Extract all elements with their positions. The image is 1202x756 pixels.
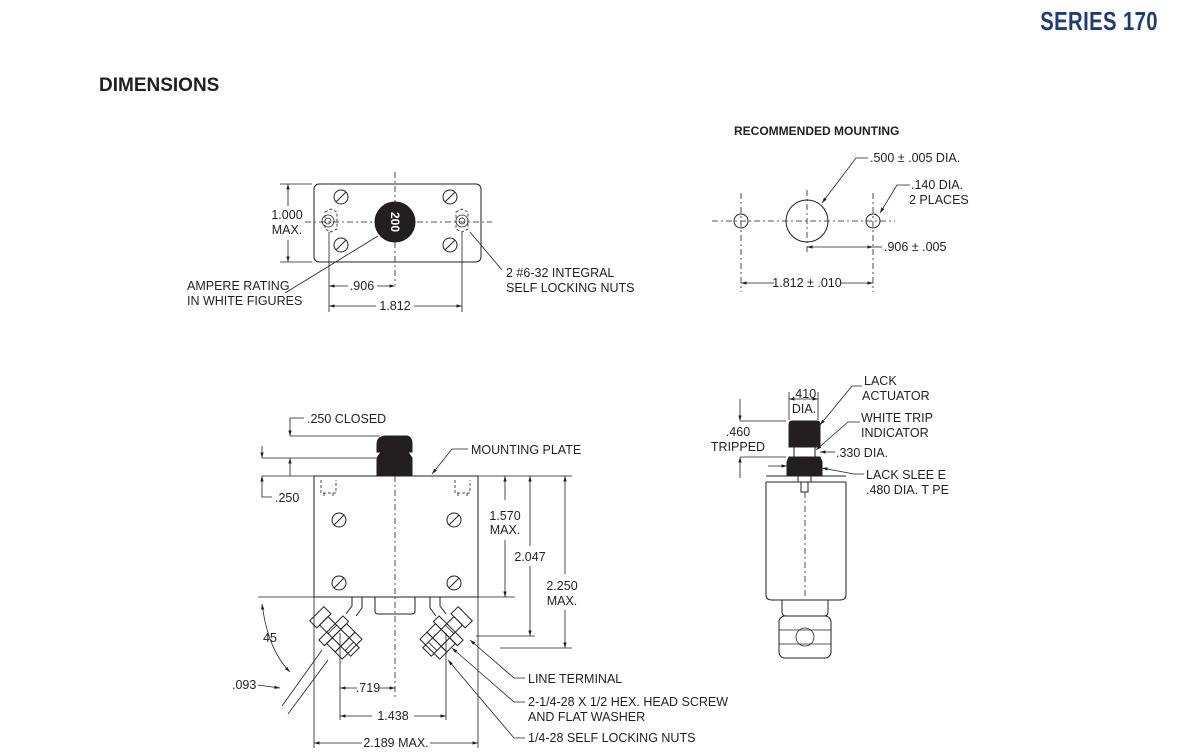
nuts-label-2: SELF LOCKING NUTS xyxy=(506,281,635,295)
dim-1812: 1.812 xyxy=(379,299,410,313)
mounting-title: RECOMMENDED MOUNTING xyxy=(734,124,899,138)
actuator-label-1: LACK xyxy=(864,374,897,388)
series-title: SERIES 170 xyxy=(1040,6,1158,36)
mounting-hole-left xyxy=(733,213,749,229)
sleeve-label-1: LACK SLEE E xyxy=(866,468,946,482)
dim-460-tripped: TRIPPED xyxy=(711,440,765,454)
left-terminal-icon xyxy=(309,606,363,660)
nuts-label-1: 2 #6-32 INTEGRAL xyxy=(506,266,614,280)
ampere-label-2: IN WHITE FIGURES xyxy=(187,294,302,308)
mounting-drawing: RECOMMENDED MOUNTING .500 ± .005 DIA. .1… xyxy=(712,124,969,292)
ampere-button xyxy=(374,201,416,243)
screw-icon xyxy=(333,189,458,253)
dim-height: 1.000 xyxy=(271,208,302,222)
integral-nut-icon xyxy=(321,208,469,233)
center-hole-label: .500 ± .005 DIA. xyxy=(870,151,960,165)
right-terminal-icon xyxy=(419,606,473,660)
ampere-rating-value: 200 xyxy=(388,212,402,232)
dim-410-dia: DIA. xyxy=(792,402,816,416)
dim-height-max: MAX. xyxy=(272,223,303,237)
front-view-body xyxy=(313,475,479,598)
side-view-drawing: .410 DIA. LACK ACTUATOR WHITE TRIP INDIC… xyxy=(711,374,949,659)
top-view-body xyxy=(313,183,482,263)
indicator-label-2: INDICATOR xyxy=(861,426,929,440)
actuator-cap xyxy=(376,435,413,477)
dim-906: .906 xyxy=(350,279,374,293)
side-terminal-nut-icon xyxy=(778,615,832,659)
side-actuator xyxy=(788,420,821,448)
dim-2189: 2.189 MAX. xyxy=(363,736,428,750)
body-screw-icon xyxy=(331,512,462,591)
dim-410: .410 xyxy=(792,387,816,401)
closed-label: .250 CLOSED xyxy=(307,412,386,426)
dim-330: .330 DIA. xyxy=(836,446,888,460)
dim-2047: 2.047 xyxy=(514,550,545,564)
mounting-hole-right xyxy=(865,213,881,229)
top-view-drawing: 200 1.000 MAX. AMPERE RATING IN WHITE FI… xyxy=(187,172,635,313)
dim-2250-max: MAX. xyxy=(547,594,578,608)
dim-719: .719 xyxy=(356,681,380,695)
dim-093: .093 xyxy=(232,678,256,692)
side-hole-label-1: .140 DIA. xyxy=(911,178,963,192)
mounting-dim-906: .906 ± .005 xyxy=(884,240,947,254)
mounting-hole-center xyxy=(785,199,829,243)
black-sleeve xyxy=(786,456,823,477)
dim-250: .250 xyxy=(275,491,299,505)
mounting-dim-1812: 1.812 ± .010 xyxy=(772,276,841,290)
actuator-label-2: ACTUATOR xyxy=(862,389,930,403)
sleeve-label-2: .480 DIA. T PE xyxy=(866,483,949,497)
dim-2250: 2.250 xyxy=(546,579,577,593)
indicator-label-1: WHITE TRIP xyxy=(861,411,933,425)
dim-1438: 1.438 xyxy=(377,709,408,723)
locking-nuts-label: 1/4-28 SELF LOCKING NUTS xyxy=(528,731,695,745)
side-hole-label-2: 2 PLACES xyxy=(909,193,969,207)
dim-460: .460 xyxy=(726,425,750,439)
screw-label-2: AND FLAT WASHER xyxy=(528,710,645,724)
front-view-drawing: .250 CLOSED .250 MOUNTING PLATE 1.570 MA… xyxy=(232,412,728,750)
screw-label-1: 2-1/4-28 X 1/2 HEX. HEAD SCREW xyxy=(528,695,728,709)
section-heading: DIMENSIONS xyxy=(99,75,220,96)
line-terminal-label: LINE TERMINAL xyxy=(528,672,622,686)
dim-1570-max: MAX. xyxy=(490,523,521,537)
mounting-plate-label: MOUNTING PLATE xyxy=(471,443,581,457)
side-view-body xyxy=(765,482,847,601)
white-trip-indicator xyxy=(793,446,816,458)
angle-label: 45 xyxy=(263,631,277,645)
dim-1570: 1.570 xyxy=(489,509,520,523)
ampere-label-1: AMPERE RATING xyxy=(187,279,290,293)
